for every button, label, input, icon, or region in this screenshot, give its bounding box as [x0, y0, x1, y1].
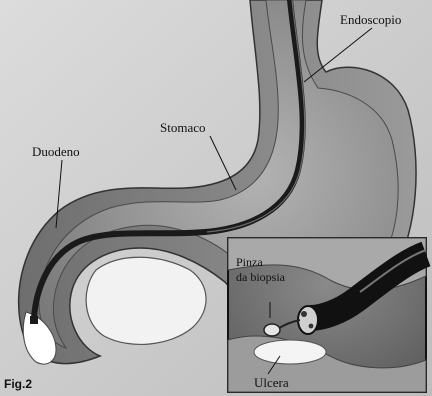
label-pinza-line1: Pinza: [236, 255, 263, 269]
label-stomaco: Stomaco: [160, 120, 206, 135]
inset-endoscope-face: [298, 306, 318, 334]
label-pinza-line2: da biopsia: [236, 270, 286, 284]
ulcer-crater: [254, 340, 326, 364]
label-ulcera: Ulcera: [254, 375, 289, 390]
label-endoscopio: Endoscopio: [340, 12, 401, 27]
figure-number: Fig.2: [4, 377, 32, 391]
endoscope-tip: [30, 316, 38, 324]
biopsy-forceps-cup: [264, 324, 280, 336]
label-duodeno: Duodeno: [32, 144, 80, 159]
duodenum-opening: [86, 257, 206, 344]
